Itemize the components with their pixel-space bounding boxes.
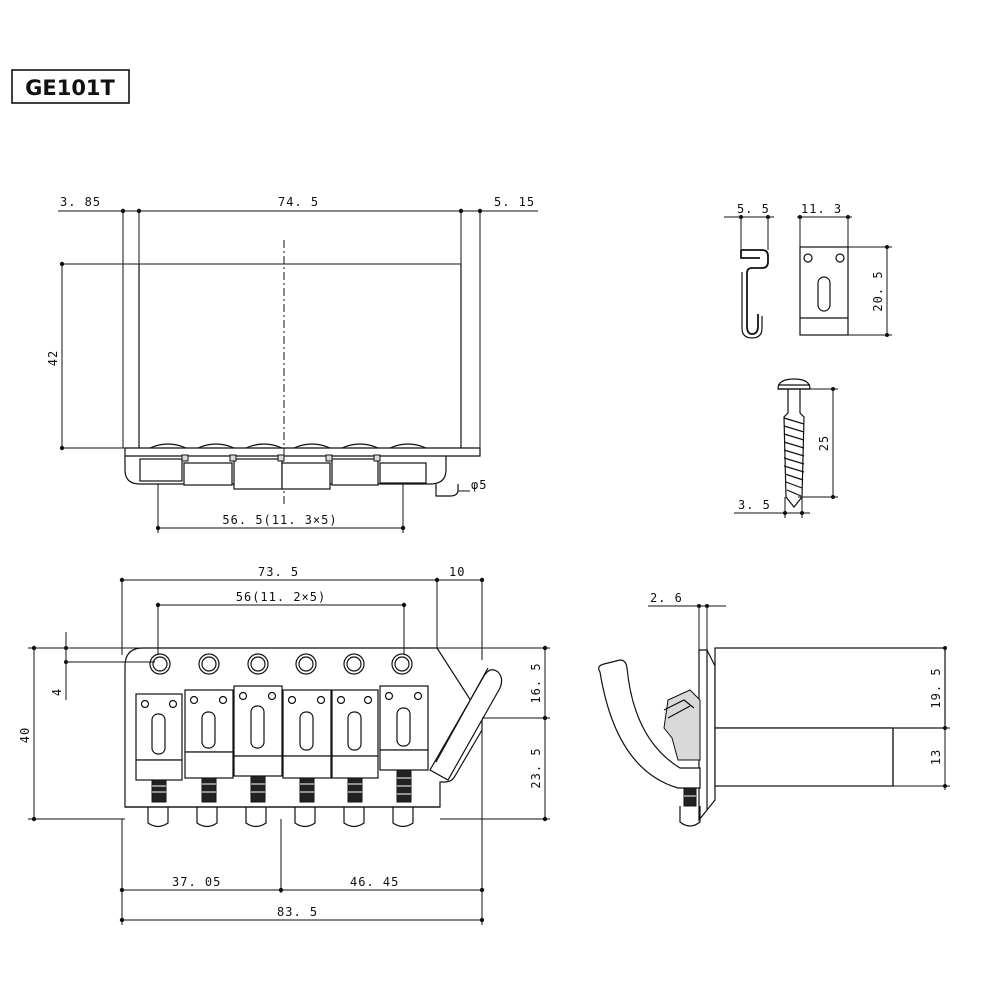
- top-dim-left-offset: 3. 85: [60, 195, 101, 209]
- front-dim-width: 73. 5: [258, 565, 299, 579]
- front-dim-arm-upper: 16. 5: [529, 662, 543, 703]
- spring-claw-front: 11. 3 20. 5: [797, 202, 892, 337]
- side-dim-plate: 2. 6: [650, 591, 683, 605]
- saddle-5: [331, 689, 379, 803]
- top-dim-height: 42: [46, 350, 60, 366]
- saddle-2: [184, 689, 234, 803]
- model-label: GE101T: [11, 69, 130, 104]
- screw-dim-diameter: 3. 5: [738, 498, 771, 512]
- front-dim-hole-span: 56(11. 2×5): [236, 590, 326, 604]
- claw-dim-width: 11. 3: [801, 202, 842, 216]
- front-dim-arm-offset: 10: [449, 565, 465, 579]
- saddle-6: [379, 685, 429, 803]
- front-dim-left-part: 37. 05: [172, 875, 221, 889]
- top-dim-saddle-span: 56. 5(11. 3×5): [222, 513, 337, 527]
- spring-claw-side: 5. 5: [724, 202, 774, 339]
- front-dim-height: 40: [18, 727, 32, 743]
- claw-dim-height: 20. 5: [871, 270, 885, 311]
- side-dim-block-lower: 13: [929, 749, 943, 765]
- saddle-1: [135, 693, 183, 803]
- model-name: GE101T: [25, 76, 115, 100]
- front-view: 73. 5 10 56(11. 2×5) 4 40: [18, 565, 550, 925]
- top-view: 3. 85 74. 5 5. 15 42: [46, 195, 538, 533]
- top-dim-width: 74. 5: [278, 195, 319, 209]
- claw-dim-hook: 5. 5: [737, 202, 770, 216]
- front-dim-right-part: 46. 45: [350, 875, 399, 889]
- front-dim-arm-lower: 23. 5: [529, 747, 543, 788]
- saddle-4: [282, 689, 332, 803]
- top-dim-right-offset: 5. 15: [494, 195, 535, 209]
- side-dim-block-upper: 19. 5: [929, 667, 943, 708]
- screw-dim-length: 25: [817, 435, 831, 451]
- side-view: 2. 6 19. 5 13: [598, 591, 950, 827]
- front-dim-total: 83. 5: [277, 905, 318, 919]
- screw: 25 3. 5: [734, 378, 838, 518]
- saddle-3: [233, 685, 283, 803]
- front-dim-offset: 4: [50, 688, 64, 696]
- top-dim-hole: φ5: [471, 478, 487, 492]
